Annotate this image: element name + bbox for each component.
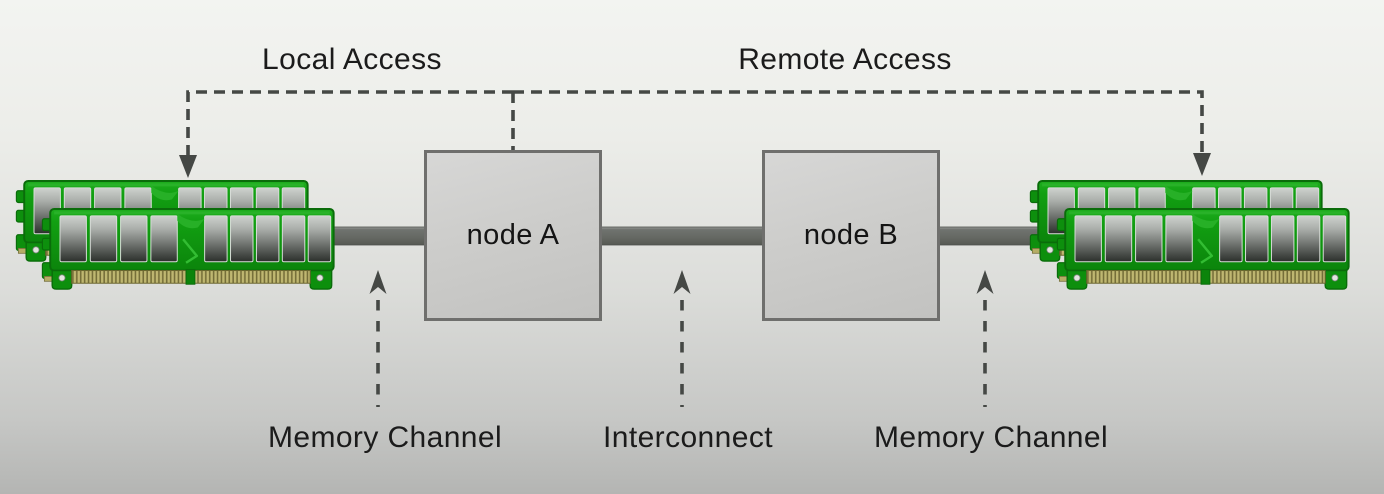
label-memory-channel-right: Memory Channel: [873, 421, 1109, 454]
arrow-down-icon: [1193, 153, 1211, 176]
arrow-down-icon: [179, 155, 197, 178]
memory-channel-arrow-right: [976, 270, 994, 407]
memory-bus: [221, 226, 1163, 246]
memory-channel-arrow-left: [369, 270, 387, 407]
memory-modules-left-icon: [15, 179, 335, 291]
arrow-up-icon: [369, 270, 387, 294]
interconnect-arrow: [673, 270, 691, 407]
label-interconnect: Interconnect: [603, 421, 773, 454]
ram-dimm-front-icon: [41, 207, 335, 291]
node-a-box: node A: [424, 150, 602, 321]
memory-modules-right-icon: [1029, 179, 1350, 291]
label-local-access: Local Access: [262, 43, 442, 76]
ram-dimm-front-icon: [1056, 207, 1350, 291]
node-b-box: node B: [762, 150, 940, 321]
arrow-up-icon: [673, 270, 691, 294]
arrow-up-icon: [976, 270, 994, 294]
label-remote-access: Remote Access: [738, 43, 952, 76]
node-a-label: node A: [466, 219, 560, 251]
local-access-dashed-arrow: [179, 90, 513, 178]
remote-access-dashed-arrow: [513, 90, 1211, 176]
label-memory-channel-left: Memory Channel: [267, 421, 503, 454]
node-b-label: node B: [803, 219, 899, 251]
